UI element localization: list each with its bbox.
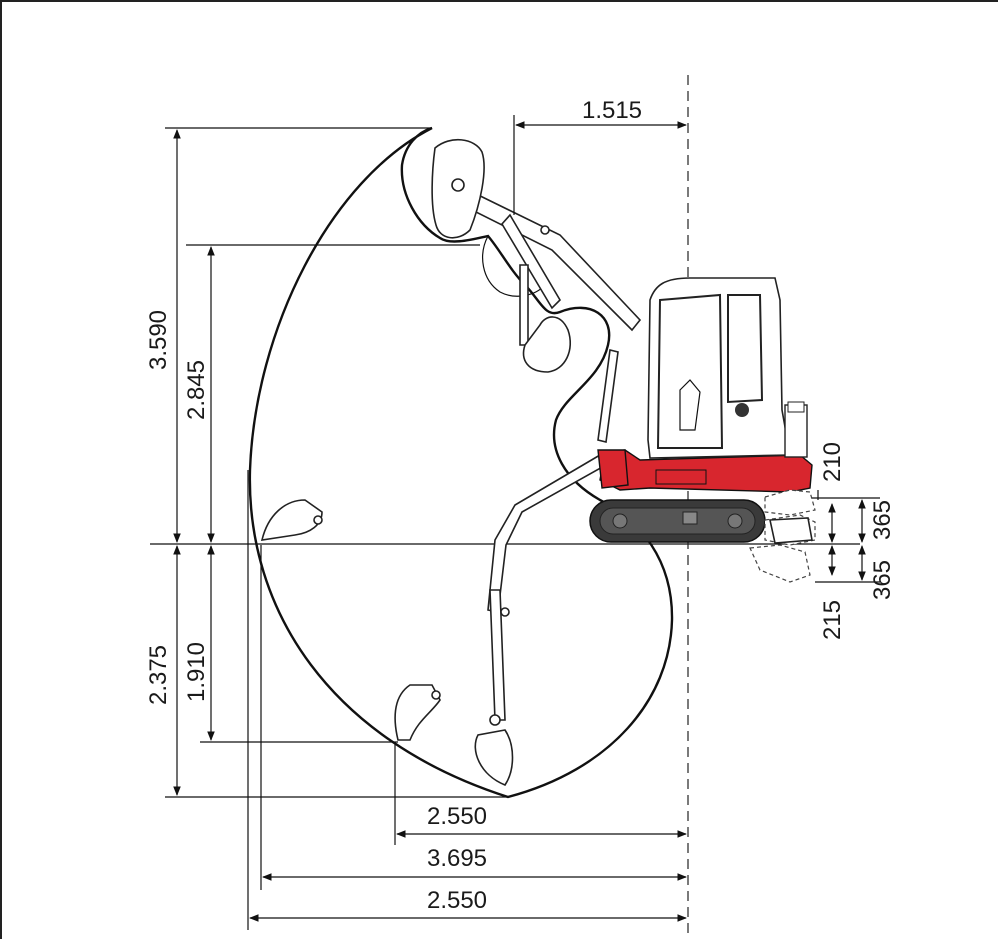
- dim-reach-ground-label: 3.695: [427, 845, 487, 872]
- dim-blade-lift-label: 365: [869, 500, 896, 540]
- dim-blade-depth-label: 365: [869, 560, 896, 600]
- boom-low-position: [474, 453, 608, 786]
- excavator-body: [589, 277, 813, 543]
- bucket-ground-reach: [260, 499, 323, 541]
- dim-max-dump-height-label: 2.845: [183, 360, 210, 420]
- blade-positions: [749, 489, 816, 583]
- dim-vertical-wall-depth-label: 1.910: [183, 642, 210, 702]
- dim-reach-offset-top-label: 1.515: [582, 97, 642, 124]
- dim-blade-up-label: 210: [819, 442, 846, 482]
- boom-top-position: [431, 139, 642, 373]
- dim-max-reach-label: 2.550: [427, 887, 487, 914]
- boom-mid-position: [597, 349, 619, 443]
- bucket-depth-reach: [394, 684, 441, 741]
- dim-blade-down-label: 215: [819, 600, 846, 640]
- bucket-arc-top: [482, 235, 546, 297]
- dim-max-dig-height-label: 3.590: [145, 310, 172, 370]
- dim-reach-at-depth-label: 2.550: [427, 803, 487, 830]
- dim-max-dig-depth-label: 2.375: [145, 645, 172, 705]
